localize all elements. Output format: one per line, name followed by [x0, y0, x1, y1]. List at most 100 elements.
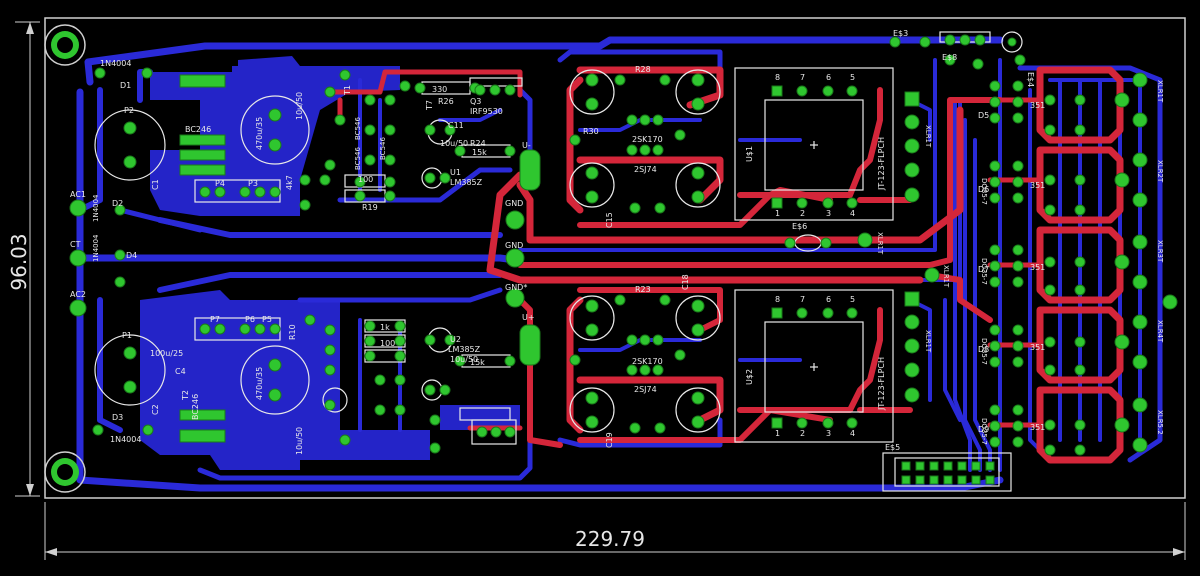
label-r19: R19	[362, 203, 378, 212]
label-xlr-out4: XLR4T	[1156, 320, 1164, 343]
label-p3: P3	[248, 179, 258, 188]
pin-4-top: 4	[850, 209, 855, 218]
board-outline	[44, 17, 1186, 499]
label-r26: R26	[438, 97, 454, 106]
label-c18: C18	[681, 274, 690, 290]
pin-3-top: 3	[826, 209, 831, 218]
label-cap-10a: 10u/50	[295, 92, 304, 120]
label-cap-470a: 470u/35	[255, 117, 264, 150]
label-c19: C19	[605, 432, 614, 448]
label-u-minus: U-	[522, 141, 531, 150]
label-r-330: 330	[432, 85, 447, 94]
label-d2: D2	[112, 199, 123, 208]
bottom-copper-layer	[71, 36, 1163, 492]
pin-7-bottom: 7	[800, 295, 805, 304]
label-xlr-out5: XLR5.2	[1156, 410, 1164, 435]
pin-8-bottom: 8	[775, 295, 780, 304]
label-c1: C1	[151, 179, 160, 190]
pin-2-top: 2	[800, 209, 805, 218]
board-height-dimension: 96.03	[7, 233, 31, 290]
label-ac1: AC1	[70, 190, 86, 199]
label-d8: D8	[978, 345, 989, 354]
label-r30: R30	[583, 127, 599, 136]
label-es4: E$4	[1026, 72, 1035, 87]
label-ct: CT	[70, 240, 81, 249]
label-351-a: 351	[1030, 101, 1045, 110]
label-d7: D7	[978, 265, 989, 274]
label-p4: P4	[215, 179, 225, 188]
label-d3: D3	[112, 413, 123, 422]
label-us2: U$2	[745, 369, 754, 385]
label-351-e: 351	[1030, 423, 1045, 432]
label-d9: D9	[978, 425, 989, 434]
pin-8-top: 8	[775, 73, 780, 82]
label-u-plus: U+	[522, 313, 535, 322]
label-xlr-c: XLR1T	[876, 232, 884, 255]
label-351-d: 351	[1030, 343, 1045, 352]
label-d6: D6	[978, 185, 989, 194]
label-u1-part: LM385Z	[450, 178, 483, 187]
label-do35-b: DO35-7	[980, 258, 988, 285]
label-fp1: JT-123-FLPCH	[877, 137, 886, 191]
component-labels: 1N4004 D1 AC1 CT AC2 D2 1N4004 D4 1N4004…	[70, 29, 1164, 455]
label-cap-100: 100u/25	[150, 349, 183, 358]
label-fp2: JT-123-FLPCH	[877, 357, 886, 411]
pin-5-bottom: 5	[850, 295, 855, 304]
label-do35-c: DO35-7	[980, 338, 988, 365]
label-p5: P5	[262, 315, 272, 324]
label-d2-part: 1N4004	[92, 194, 100, 222]
label-r28: R28	[635, 65, 651, 74]
pin-2-bottom: 2	[800, 429, 805, 438]
label-xlr-a: XLR1T	[924, 125, 932, 148]
label-hb2: 2SJ74	[634, 385, 657, 394]
label-r-4k7: 4k7	[285, 175, 294, 190]
label-bc246b: BC246	[191, 394, 200, 420]
label-bc546c: BC546	[379, 137, 387, 160]
pin-6-bottom: 6	[826, 295, 831, 304]
label-u1: U1	[450, 168, 461, 177]
label-do35-d: DO35-7	[980, 418, 988, 445]
label-t7: T7	[425, 100, 434, 111]
label-q3: Q3	[470, 97, 481, 106]
label-q3-part: IRF9530	[470, 107, 503, 116]
board-width-dimension: 229.79	[575, 527, 645, 551]
label-c15: C15	[605, 212, 614, 228]
label-r-15k-b: 15k	[470, 358, 485, 367]
pad-group	[69, 34, 1178, 485]
label-ac2: AC2	[70, 290, 86, 299]
label-xlr-out1: XLR1T	[1156, 80, 1164, 103]
label-cap-10b: 10u/50	[295, 427, 304, 455]
label-ha2: 2SJ74	[634, 165, 657, 174]
label-c11: C11	[448, 121, 464, 130]
label-t1: T1	[343, 85, 352, 96]
label-xlr-b: XLR1T	[924, 330, 932, 353]
label-bc546a: BC546	[354, 117, 362, 140]
label-hb1: 2SK170	[632, 357, 663, 366]
label-d5: D5	[978, 111, 989, 120]
label-gnd3: GND*	[505, 283, 527, 292]
label-us1: U$1	[745, 146, 754, 162]
pin-5-top: 5	[850, 73, 855, 82]
label-xlr-d: XLR1T	[942, 265, 950, 288]
pin-1-top: 1	[775, 209, 780, 218]
label-gnd2: GND	[505, 241, 523, 250]
label-cap-10c: 10u/50	[440, 139, 468, 148]
label-xlr-out3: XLR3T	[1156, 240, 1164, 263]
label-es5: E$5	[885, 443, 900, 452]
mounting-hole-bottom	[44, 451, 86, 493]
pin-1-bottom: 1	[775, 429, 780, 438]
label-r23: R23	[635, 285, 651, 294]
top-copper-layer	[327, 66, 1124, 464]
label-c2: C2	[151, 404, 160, 415]
label-d4-part: 1N4004	[92, 234, 100, 262]
label-r-100b: 100	[380, 339, 395, 348]
label-cap-470b: 470u/35	[255, 367, 264, 400]
label-d1: D1	[120, 81, 131, 90]
label-d1-part: 1N4004	[100, 59, 131, 68]
label-es3: E$3	[893, 29, 908, 38]
label-r24: R24	[470, 139, 486, 148]
pin-3-bottom: 3	[826, 429, 831, 438]
label-r10: R10	[288, 324, 297, 340]
label-c4: C4	[175, 367, 186, 376]
